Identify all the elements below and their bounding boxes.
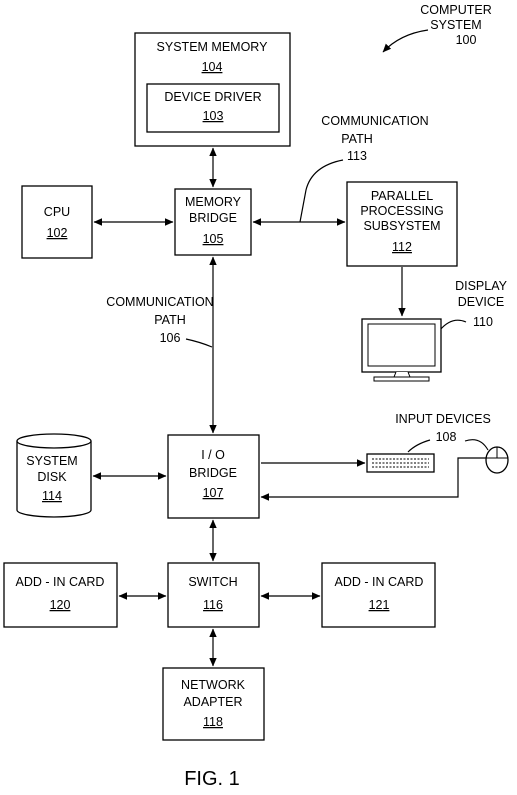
communication-path-106-leader: [185, 338, 213, 348]
monitor-icon: [361, 318, 442, 382]
parallel-processing-ref: 112: [392, 240, 412, 254]
add-in-card-right-label: ADD - IN CARD: [335, 575, 424, 589]
io-bridge-ref: 107: [203, 486, 224, 500]
communication-path-113-line1: COMMUNICATION: [321, 114, 428, 128]
cpu-label: CPU: [44, 205, 70, 219]
io-bridge-block: I / O BRIDGE 107: [167, 434, 260, 519]
input-devices-leader: [407, 439, 431, 453]
network-adapter-ref: 118: [203, 715, 223, 729]
computer-system-line2: SYSTEM: [430, 18, 481, 32]
communication-path-106-label: COMMUNICATION PATH 106: [106, 295, 213, 345]
network-adapter-line2: ADAPTER: [183, 695, 242, 709]
switch-ref: 116: [203, 598, 223, 612]
system-disk-line2: DISK: [37, 470, 67, 484]
system-disk-line1: SYSTEM: [26, 454, 77, 468]
figure-caption: FIG. 1: [184, 768, 240, 790]
switch-label: SWITCH: [188, 575, 237, 589]
communication-path-113-ref: 113: [347, 149, 367, 163]
system-memory-ref: 104: [202, 60, 223, 74]
parallel-processing-line1: PARALLEL: [371, 189, 433, 203]
display-device-line2: DEVICE: [458, 295, 505, 309]
computer-system-line1: COMPUTER: [420, 3, 492, 17]
parallel-processing-line3: SUBSYSTEM: [363, 219, 440, 233]
computer-system-label: COMPUTER SYSTEM 100: [420, 3, 492, 47]
mouse-to-io-connector: [260, 457, 486, 501]
cpu-block: CPU 102: [21, 185, 93, 259]
parallel-processing-line2: PROCESSING: [360, 204, 443, 218]
memory-bridge-block: MEMORY BRIDGE 105: [174, 188, 252, 256]
mouse-icon: [464, 439, 509, 474]
communication-path-113-line2: PATH: [341, 132, 372, 146]
computer-system-ref: 100: [456, 33, 477, 47]
system-memory-label: SYSTEM MEMORY: [157, 40, 269, 54]
add-in-card-right-block: ADD - IN CARD 121: [321, 562, 436, 628]
communication-path-106-line1: COMMUNICATION: [106, 295, 213, 309]
display-device-ref: 110: [473, 315, 493, 329]
device-driver-ref: 103: [203, 109, 224, 123]
display-device-leader: [439, 319, 467, 331]
add-in-card-left-ref: 120: [50, 598, 71, 612]
io-bridge-line2: BRIDGE: [189, 466, 237, 480]
memory-bridge-line1: MEMORY: [185, 195, 242, 209]
switch-block: SWITCH 116: [167, 562, 260, 628]
add-in-card-right-ref: 121: [369, 598, 390, 612]
device-driver-block: DEVICE DRIVER 103: [146, 83, 280, 133]
communication-path-113-leader: [299, 159, 344, 223]
communication-path-106-line2: PATH: [154, 313, 185, 327]
memory-bridge-line2: BRIDGE: [189, 211, 237, 225]
input-devices-ref: 108: [436, 430, 457, 444]
memory-bridge-ref: 105: [203, 232, 224, 246]
device-driver-label: DEVICE DRIVER: [164, 90, 261, 104]
communication-path-106-ref: 106: [160, 331, 181, 345]
cpu-ref: 102: [47, 226, 68, 240]
input-devices-label: INPUT DEVICES 108: [395, 412, 491, 444]
computer-system-pointer-arrow: [382, 29, 429, 53]
system-disk-ref: 114: [42, 489, 62, 503]
network-adapter-line1: NETWORK: [181, 678, 246, 692]
parallel-processing-block: PARALLEL PROCESSING SUBSYSTEM 112: [346, 181, 458, 267]
add-in-card-left-label: ADD - IN CARD: [16, 575, 105, 589]
io-bridge-line1: I / O: [201, 448, 225, 462]
network-adapter-block: NETWORK ADAPTER 118: [162, 667, 265, 741]
display-device-line1: DISPLAY: [455, 279, 508, 293]
input-devices-text: INPUT DEVICES: [395, 412, 491, 426]
communication-path-113-label: COMMUNICATION PATH 113: [321, 114, 428, 163]
display-device-label: DISPLAY DEVICE 110: [455, 279, 508, 329]
system-disk-block: SYSTEM DISK 114: [16, 433, 92, 518]
add-in-card-left-block: ADD - IN CARD 120: [3, 562, 118, 628]
keyboard-icon: [366, 453, 435, 473]
